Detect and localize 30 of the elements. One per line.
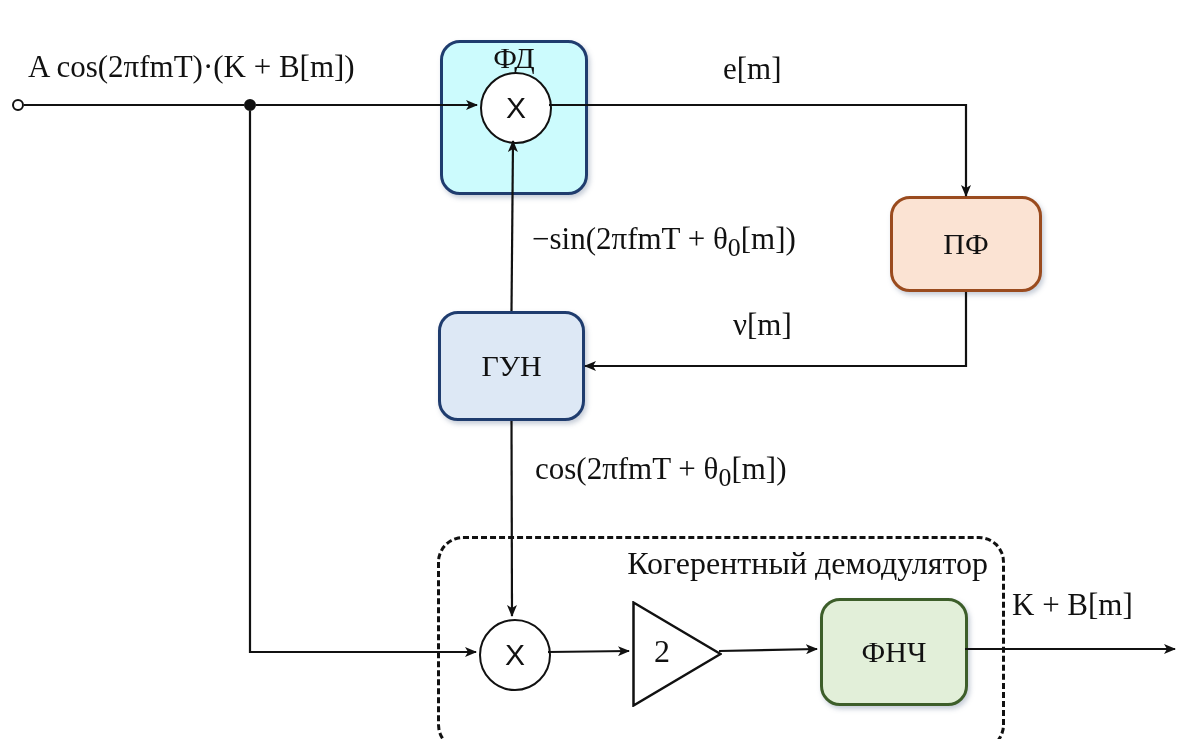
block-box — [890, 196, 1042, 292]
signal-label: ν[m] — [733, 308, 792, 343]
block-label: ГУН — [481, 351, 542, 381]
multiply-sign: X — [506, 93, 526, 123]
connector-arrow — [506, 421, 517, 617]
connector-arrow — [718, 644, 818, 655]
connector-arrow — [584, 292, 968, 371]
demodulator-group — [437, 536, 1005, 739]
signal-label: −sin(2πfmT + θ$_{0}$[m]) — [532, 222, 796, 263]
signal-label: cos(2πfmT + θ$_{0}$[m]) — [535, 452, 787, 493]
block-box — [440, 40, 588, 195]
connector-arrow — [548, 646, 630, 657]
multiply-sign: X — [505, 640, 525, 670]
block-label: ПФ — [943, 229, 989, 259]
block-box — [438, 311, 585, 421]
connector-arrow — [248, 111, 477, 657]
gain-label: 2 — [654, 635, 670, 667]
group-title: Когерентный демодулятор — [627, 545, 988, 582]
block-label: ФД — [493, 43, 535, 73]
signal-label: A cos(2πfmT)·(K + B[m]) — [28, 50, 355, 85]
input-terminal — [12, 99, 24, 111]
block-label: ФНЧ — [861, 637, 927, 667]
block-box — [820, 598, 968, 706]
connector-arrow — [256, 100, 478, 110]
connector-arrow — [965, 644, 1176, 654]
signal-label: K + B[m] — [1012, 588, 1133, 623]
connector-arrow — [507, 140, 518, 311]
junction-dot — [244, 99, 256, 111]
signal-label: e[m] — [723, 52, 782, 87]
connector-arrow — [549, 103, 971, 197]
